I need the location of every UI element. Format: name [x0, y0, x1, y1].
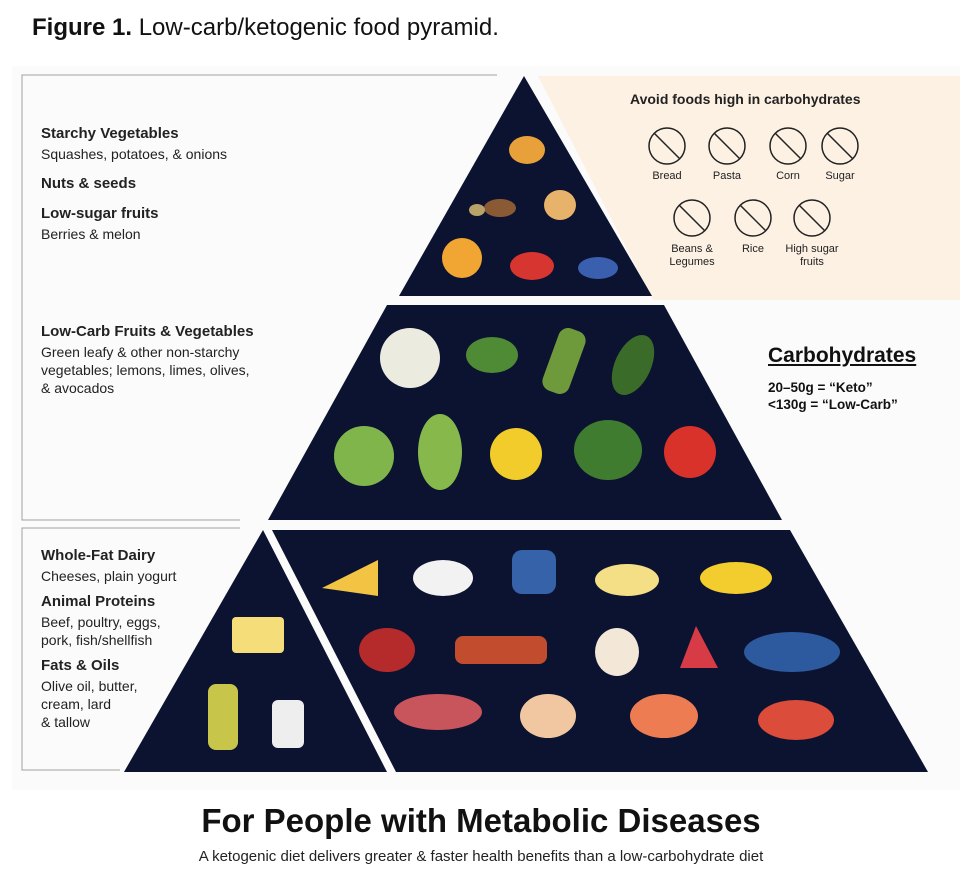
- avoid-label-line: fruits: [800, 256, 824, 268]
- butter-icon: [232, 617, 284, 653]
- strawberry-icon: [510, 252, 554, 280]
- avoid-label-fruits: High sugar fruits: [777, 243, 847, 269]
- group-desc-line: Green leafy & other non-starchy: [41, 344, 240, 360]
- avoid-label-sugar: Sugar: [825, 170, 855, 182]
- protein-dairy-foods: [322, 550, 840, 740]
- fruit-icon: [793, 199, 831, 237]
- group-title: Starchy Vegetables: [41, 125, 179, 142]
- group-title: Fats & Oils: [41, 657, 120, 674]
- avoid-icons: [648, 127, 859, 237]
- bacon-icon: [455, 636, 547, 664]
- keto-range: 20–50g = “Keto”: [768, 380, 873, 395]
- avoid-label-line: High sugar: [785, 243, 839, 255]
- cheese-icon: [322, 560, 378, 596]
- group-desc-line: pork, fish/shellfish: [41, 632, 153, 648]
- berries-icon: [578, 257, 618, 279]
- top-tier-bracket: [21, 74, 497, 521]
- melon-icon: [442, 238, 482, 278]
- group-desc-line: Beef, poultry, eggs,: [41, 614, 161, 630]
- swiss-cheese-icon: [595, 564, 659, 596]
- group-desc-line: & tallow: [41, 714, 91, 730]
- beans-icon: [673, 199, 711, 237]
- crab-icon: [758, 700, 834, 740]
- tomato-icon: [664, 426, 716, 478]
- yogurt-icon: [413, 560, 473, 596]
- steak-icon: [359, 628, 415, 672]
- bread-icon: [648, 127, 686, 165]
- group-desc-line: & avocados: [41, 380, 115, 396]
- rice-icon: [734, 199, 772, 237]
- group-desc-line: vegetables; lemons, limes, olives,: [41, 362, 250, 378]
- lettuce-icon: [418, 414, 462, 490]
- squash-icon: [509, 136, 545, 164]
- avoid-title: Avoid foods high in carbohydrates: [630, 91, 861, 107]
- group-desc-line: Cheeses, plain yogurt: [41, 568, 177, 584]
- avoid-label-line: Beans &: [671, 243, 713, 255]
- figure-title: Low-carb/ketogenic food pyramid.: [138, 14, 499, 41]
- sugar-icon: [821, 127, 859, 165]
- cauliflower-icon: [380, 328, 440, 388]
- group-desc: Squashes, potatoes, & onions: [41, 146, 228, 162]
- figure-caption: Figure 1. Low-carb/ketogenic food pyrami…: [32, 14, 499, 42]
- egg-icon: [595, 628, 639, 676]
- pork-icon: [680, 626, 718, 668]
- cheese-wheel-icon: [700, 562, 772, 594]
- group-title: Nuts & seeds: [41, 175, 137, 192]
- lamb-chop-icon: [394, 694, 482, 730]
- group-desc-line: cream, lard: [41, 696, 112, 712]
- middle-tier-labels: Low-Carb Fruits & Vegetables Green leafy…: [41, 323, 254, 397]
- group-desc: Berries & melon: [41, 226, 141, 242]
- group-desc-line: Olive oil, butter,: [41, 678, 138, 694]
- top-tier-labels: Starchy Vegetables Squashes, potatoes, &…: [41, 125, 227, 243]
- carbohydrates-title: Carbohydrates: [768, 344, 917, 367]
- cream-pot-icon: [512, 550, 556, 594]
- onion-icon: [544, 190, 576, 220]
- avoid-label-line: Legumes: [669, 256, 715, 268]
- zucchini-icon: [611, 335, 655, 395]
- footer-title: For People with Metabolic Diseases: [201, 802, 761, 839]
- olive-oil-icon: [208, 684, 238, 750]
- top-tier-foods: [442, 136, 618, 280]
- avoid-label-corn: Corn: [776, 170, 800, 182]
- cream-jug-icon: [272, 700, 304, 748]
- lemon-icon: [490, 428, 542, 480]
- avoid-label-pasta: Pasta: [712, 170, 742, 182]
- pyramid-middle-tier: [268, 305, 782, 520]
- bottom-tier-bracket: [21, 527, 240, 771]
- corn-icon: [769, 127, 807, 165]
- avoid-label-rice: Rice: [741, 243, 764, 255]
- group-title: Animal Proteins: [41, 593, 156, 610]
- figure-number: Figure 1.: [32, 14, 133, 41]
- avoid-label-bread: Bread: [652, 170, 682, 182]
- footer-subtitle: A ketogenic diet delivers greater & fast…: [198, 848, 764, 865]
- group-title: Whole-Fat Dairy: [41, 547, 156, 564]
- avoid-label-beans: Beans & Legumes: [657, 243, 727, 269]
- almond-icon: [484, 199, 516, 217]
- salmon-icon: [630, 694, 698, 738]
- cabbage-icon: [334, 426, 394, 486]
- fats-oils-foods: [208, 617, 304, 750]
- middle-tier-foods: [334, 328, 716, 490]
- chard-icon: [574, 420, 642, 480]
- lowcarb-range: <130g = “Low-Carb”: [768, 397, 898, 412]
- group-title: Low-Carb Fruits & Vegetables: [41, 323, 254, 340]
- seed-icon: [469, 204, 485, 216]
- avoid-box: [538, 76, 960, 300]
- pasta-icon: [708, 127, 746, 165]
- fish-icon: [744, 632, 840, 672]
- asparagus-icon: [542, 328, 586, 394]
- bottom-tier-labels: Whole-Fat Dairy Cheeses, plain yogurt An…: [41, 547, 176, 731]
- chicken-icon: [520, 694, 576, 738]
- broccoli-icon: [466, 337, 518, 373]
- group-title: Low-sugar fruits: [41, 205, 159, 222]
